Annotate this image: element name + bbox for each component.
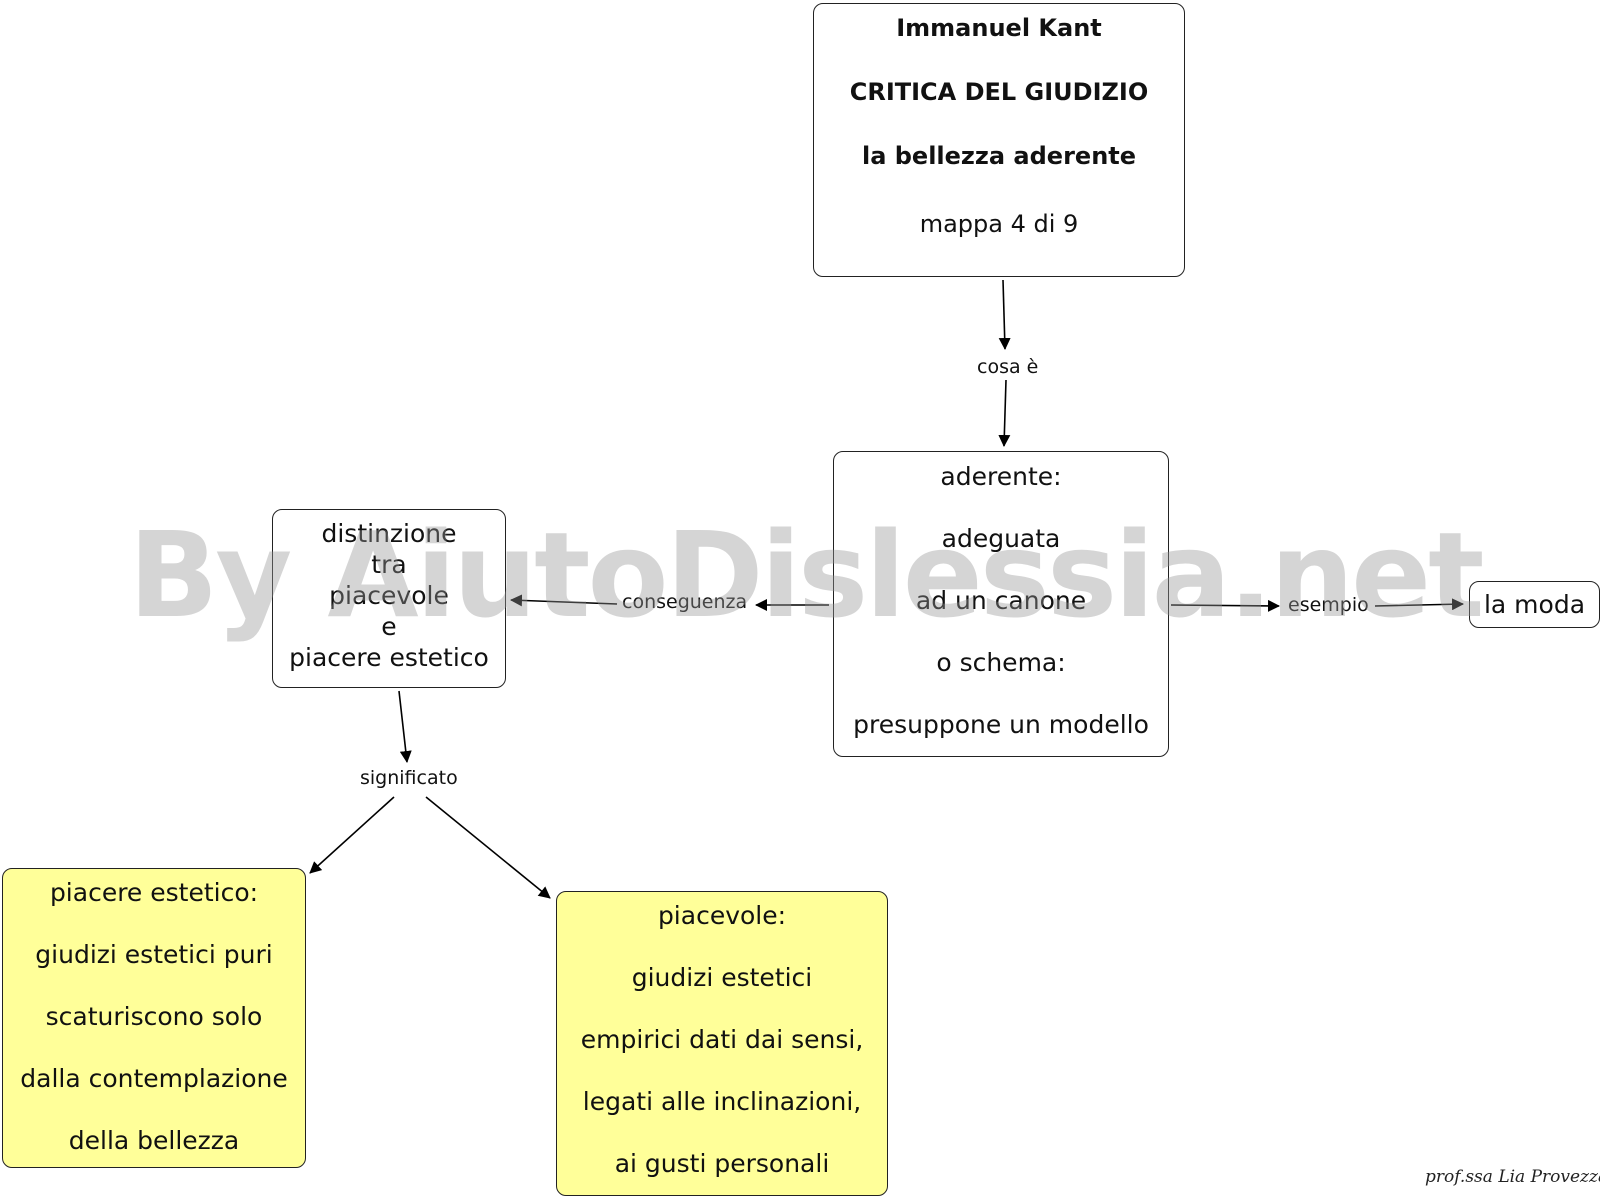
piacere-estetico-line: piacere estetico: <box>49 878 259 907</box>
arrow-aderente-to-esempio <box>1170 599 1280 612</box>
aderente-line: o schema: <box>936 648 1066 677</box>
arrow-conseguenza-to-distinzione <box>510 594 618 607</box>
piacere-estetico-node[interactable]: piacere estetico: giudizi estetici puri … <box>2 868 306 1168</box>
link-label-cosa: cosa è <box>974 356 1042 378</box>
arrow-cosa-to-aderente <box>998 379 1011 447</box>
distinzione-line: piacere estetico <box>289 643 489 672</box>
piacevole-line: empirici dati dai sensi, <box>580 1025 864 1054</box>
piacere-estetico-line: scaturiscono solo <box>45 1002 263 1031</box>
arrow-distinzione-to-significato <box>398 690 412 763</box>
arrow-title-to-cosa <box>998 279 1011 350</box>
link-label-conseguenza: conseguenza <box>619 591 751 613</box>
piacevole-node[interactable]: piacevole: giudizi estetici empirici dat… <box>556 891 888 1196</box>
piacere-estetico-line: della bellezza <box>68 1126 240 1155</box>
aderente-line: ad un canone <box>915 586 1087 615</box>
distinzione-node[interactable]: distinzione tra piacevole e piacere este… <box>272 509 506 688</box>
title-topic: la bellezza aderente <box>861 142 1137 170</box>
title-author: Immanuel Kant <box>896 14 1102 42</box>
distinzione-line: piacevole <box>329 581 449 610</box>
arrow-significato-to-piacere <box>309 796 395 874</box>
distinzione-line: e <box>381 612 397 641</box>
piacevole-line: legati alle inclinazioni, <box>582 1087 862 1116</box>
moda-label: la moda <box>1483 590 1586 619</box>
link-label-significato: significato <box>357 767 461 789</box>
piacevole-line: piacevole: <box>657 901 787 930</box>
title-node[interactable]: Immanuel Kant CRITICA DEL GIUDIZIO la be… <box>813 3 1185 277</box>
aderente-line: aderente: <box>940 462 1062 491</box>
link-label-esempio: esempio <box>1285 594 1372 616</box>
arrow-significato-to-piacevole <box>425 796 551 899</box>
title-work: CRITICA DEL GIUDIZIO <box>849 78 1149 106</box>
title-subtitle: mappa 4 di 9 <box>919 210 1079 238</box>
piacere-estetico-line: dalla contemplazione <box>20 1064 288 1093</box>
piacevole-line: ai gusti personali <box>614 1149 830 1178</box>
author-signature: prof.ssa Lia Provezza <box>1425 1167 1600 1187</box>
aderente-node[interactable]: aderente: adeguata ad un canone o schema… <box>833 451 1169 757</box>
aderente-line: adeguata <box>941 524 1061 553</box>
distinzione-line: distinzione <box>321 519 457 548</box>
arrow-esempio-to-moda <box>1374 598 1464 611</box>
distinzione-line: tra <box>371 550 407 579</box>
piacevole-line: giudizi estetici <box>631 963 813 992</box>
moda-node[interactable]: la moda <box>1469 581 1600 628</box>
piacere-estetico-line: giudizi estetici puri <box>35 940 273 969</box>
aderente-line: presuppone un modello <box>853 710 1149 739</box>
